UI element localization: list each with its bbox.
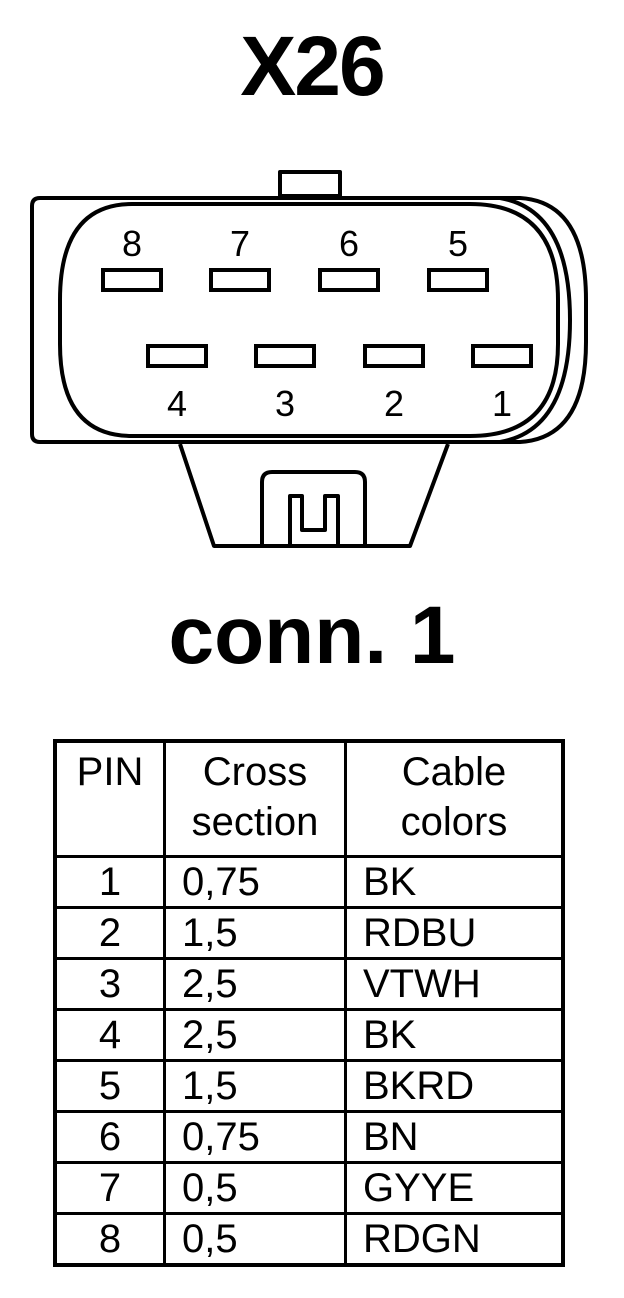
- table-header-row: PIN Cross section Cable colors: [53, 739, 565, 858]
- pin-number-label: 1: [492, 383, 512, 424]
- connector-key-slot: [288, 494, 340, 546]
- connector-face: [58, 202, 560, 438]
- table-row: 2 1,5 RDBU: [53, 906, 565, 960]
- header-cable-colors-line2: colors: [400, 800, 508, 844]
- header-cross-section: Cross section: [163, 739, 347, 858]
- cable-color-value: GYYE: [344, 1161, 565, 1215]
- cable-color-value: BN: [344, 1110, 565, 1164]
- header-pin-label: PIN: [76, 750, 144, 794]
- table-row: 3 2,5 VTWH: [53, 957, 565, 1011]
- pin-contact-6: [318, 268, 380, 292]
- pin-contact-1: [471, 344, 533, 368]
- connector-skirt: [178, 443, 450, 548]
- pin-number-label: 8: [122, 223, 142, 264]
- header-cable-colors-line1: Cable: [401, 750, 507, 794]
- pin-number-label: 3: [275, 383, 295, 424]
- pin-number: 8: [53, 1212, 166, 1267]
- cable-color-value: BKRD: [344, 1059, 565, 1113]
- table-row: 4 2,5 BK: [53, 1008, 565, 1062]
- cross-section-value: 2,5: [163, 1008, 347, 1062]
- connector-label: conn. 1: [168, 590, 456, 681]
- pin-number: 4: [53, 1008, 166, 1062]
- cross-section-value: 0,5: [163, 1212, 347, 1267]
- pin-number-label: 5: [448, 223, 468, 264]
- cross-section-value: 1,5: [163, 906, 347, 960]
- connector-drawing: 8 7 6 5 4 3 2 1: [30, 170, 588, 548]
- cable-color-value: VTWH: [344, 957, 565, 1011]
- pin-number: 7: [53, 1161, 166, 1215]
- table-row: 8 0,5 RDGN: [53, 1212, 565, 1267]
- pin-contact-7: [209, 268, 271, 292]
- connector-key-notch: [260, 470, 367, 546]
- pin-number-label: 7: [230, 223, 250, 264]
- connector-latch-tab: [278, 170, 342, 198]
- pin-number: 6: [53, 1110, 166, 1164]
- table-row: 1 0,75 BK: [53, 855, 565, 909]
- cable-color-value: BK: [344, 1008, 565, 1062]
- pin-contact-4: [146, 344, 208, 368]
- pin-contact-8: [101, 268, 163, 292]
- cross-section-value: 0,5: [163, 1161, 347, 1215]
- header-cross-section-line2: section: [191, 800, 319, 844]
- table-row: 6 0,75 BN: [53, 1110, 565, 1164]
- cable-color-value: BK: [344, 855, 565, 909]
- header-cross-section-line1: Cross: [202, 750, 308, 794]
- pinout-table: PIN Cross section Cable colors 1 0,75 BK…: [53, 739, 565, 1267]
- pin-contact-2: [363, 344, 425, 368]
- pin-number: 5: [53, 1059, 166, 1113]
- pin-number: 2: [53, 906, 166, 960]
- header-cable-colors: Cable colors: [344, 739, 565, 858]
- table-row: 7 0,5 GYYE: [53, 1161, 565, 1215]
- table-row: 5 1,5 BKRD: [53, 1059, 565, 1113]
- pin-number: 1: [53, 855, 166, 909]
- cross-section-value: 0,75: [163, 855, 347, 909]
- cable-color-value: RDBU: [344, 906, 565, 960]
- pin-number-label: 6: [339, 223, 359, 264]
- pin-number-label: 2: [384, 383, 404, 424]
- connector-housing-rim: [499, 196, 572, 444]
- cross-section-value: 2,5: [163, 957, 347, 1011]
- pin-contact-5: [427, 268, 489, 292]
- pin-number-label: 4: [167, 383, 187, 424]
- cable-color-value: RDGN: [344, 1212, 565, 1267]
- cross-section-value: 1,5: [163, 1059, 347, 1113]
- diagram-title: X26: [240, 19, 385, 113]
- cross-section-value: 0,75: [163, 1110, 347, 1164]
- pin-contact-3: [254, 344, 316, 368]
- header-pin: PIN: [53, 739, 166, 858]
- pin-number: 3: [53, 957, 166, 1011]
